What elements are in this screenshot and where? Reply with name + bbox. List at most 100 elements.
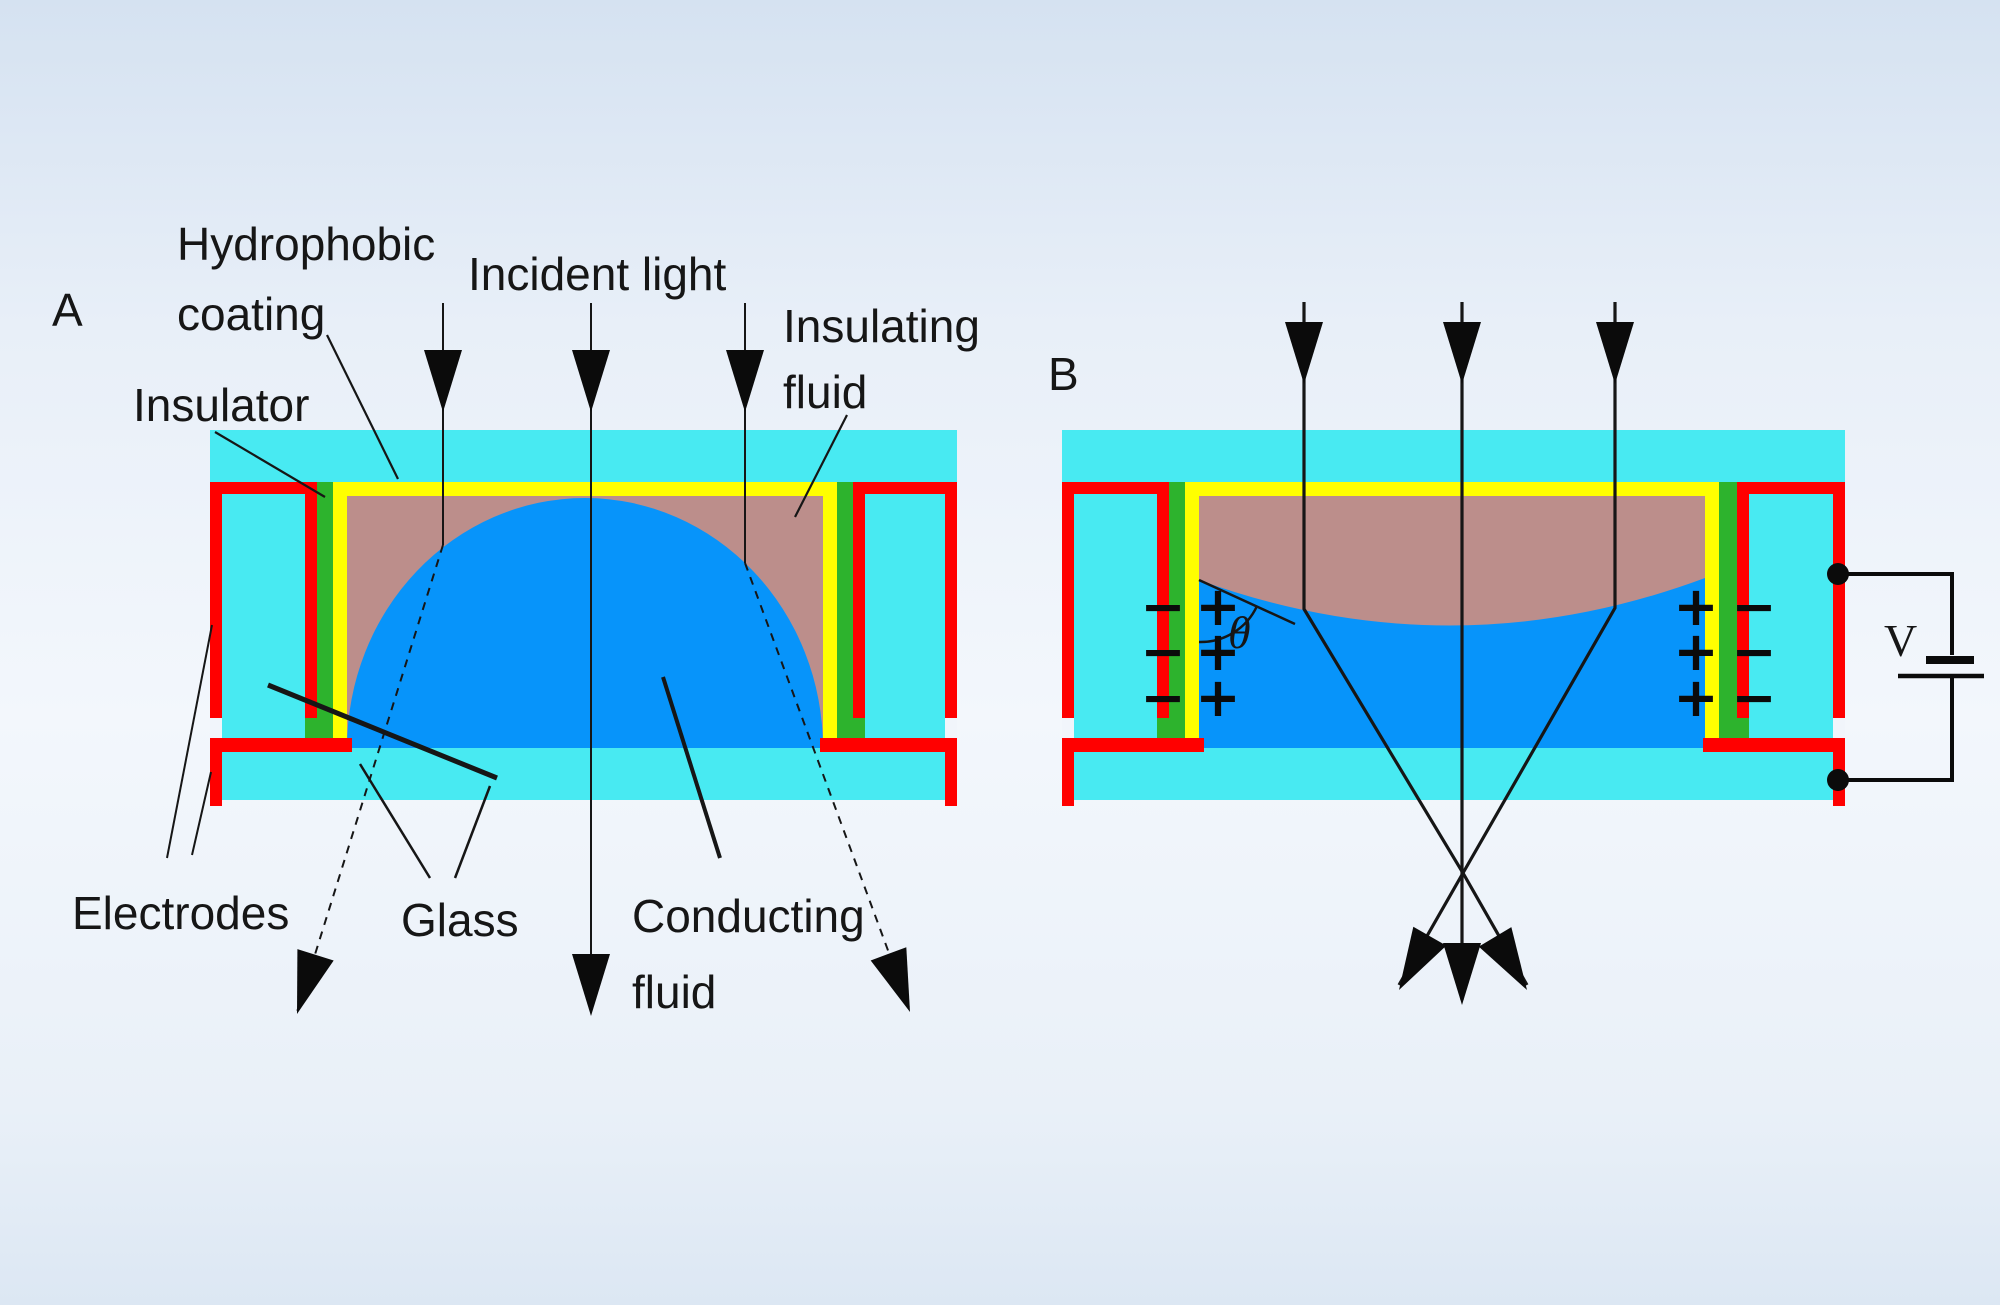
leader-glass-thick bbox=[267, 682, 498, 781]
hydrophobic-coating-top-a bbox=[333, 482, 853, 496]
arrowhead-icon bbox=[297, 949, 334, 1014]
leader-conducting-fluid bbox=[661, 676, 722, 859]
panel-b-arrowheads bbox=[1285, 322, 1634, 1005]
leader-electrodes-2 bbox=[191, 771, 212, 856]
minus-charge: − bbox=[1140, 620, 1185, 683]
electrode-gap-left-b bbox=[1062, 718, 1074, 738]
contact-angle-tangent bbox=[1198, 578, 1296, 626]
arrowhead-icon bbox=[726, 350, 764, 412]
panel-b-device bbox=[1062, 430, 1845, 806]
leader-insulating-fluid bbox=[794, 414, 848, 518]
arrowhead-icon bbox=[572, 350, 610, 412]
electrodes-label: Electrodes bbox=[72, 887, 289, 939]
arrowhead-icon bbox=[1596, 322, 1634, 384]
arrowhead-icon bbox=[1443, 322, 1481, 384]
leader-insulator bbox=[214, 431, 326, 498]
hydrophobic-coating-label-2: coating bbox=[177, 288, 325, 340]
hydrophobic-coating-left-a bbox=[333, 496, 347, 738]
electrode-bottom-right-a bbox=[820, 738, 957, 752]
plus-charge: + bbox=[1673, 666, 1718, 729]
insulator-right-notch-b bbox=[1737, 718, 1749, 738]
plus-charge: + bbox=[1195, 666, 1240, 729]
electrode-left-top-b bbox=[1062, 482, 1169, 494]
ray-right-b bbox=[1397, 302, 1617, 986]
insulator-left-b bbox=[1169, 482, 1185, 738]
leader-hydrophobic-coating bbox=[326, 334, 399, 480]
contact-angle-label: θ bbox=[1228, 607, 1251, 658]
contact-angle-arc bbox=[1198, 605, 1259, 644]
electrode-gap-right-a bbox=[945, 718, 957, 738]
electrode-right-outer-a bbox=[945, 482, 957, 718]
electrode-bottom-right-b bbox=[1703, 738, 1845, 752]
electrode-stub-left-b bbox=[1062, 752, 1074, 806]
electrode-right-inner-b bbox=[1737, 482, 1749, 718]
insulator-right-notch-a bbox=[853, 718, 865, 738]
panel-b-rays bbox=[1302, 302, 1617, 1000]
terminal-dot-top bbox=[1827, 563, 1849, 585]
hydrophobic-coating-label-1: Hydrophobic bbox=[177, 218, 435, 270]
wire-bottom bbox=[1838, 678, 1954, 782]
electrode-left-top-a bbox=[210, 482, 317, 494]
arrowhead-icon bbox=[1399, 926, 1447, 990]
hydrophobic-coating-left-b bbox=[1185, 496, 1199, 738]
arrowhead-icon bbox=[1443, 943, 1481, 1005]
terminal-dot-bottom bbox=[1827, 769, 1849, 791]
electrode-bottom-left-a bbox=[210, 738, 352, 752]
arrowhead-icon bbox=[424, 350, 462, 412]
electrode-right-top-a bbox=[853, 482, 957, 494]
wire-top bbox=[1838, 572, 1954, 655]
conducting-fluid-drop-a bbox=[347, 498, 823, 748]
arrowhead-icon bbox=[1478, 927, 1527, 990]
conducting-fluid-label-2: fluid bbox=[632, 966, 716, 1018]
panel-b-label: B bbox=[1048, 348, 1079, 400]
arrowhead-icon bbox=[572, 954, 610, 1016]
leader-glass-right bbox=[453, 785, 492, 879]
insulator-left-notch-a bbox=[305, 718, 317, 738]
panel-a-leaders bbox=[166, 334, 848, 879]
insulator-left-notch-b bbox=[1157, 718, 1169, 738]
insulator-right-b bbox=[1719, 482, 1737, 738]
electrode-right-inner-a bbox=[853, 482, 865, 718]
panel-a-label: A bbox=[52, 284, 83, 336]
leader-glass-left bbox=[358, 763, 432, 879]
insulator-left-a bbox=[317, 482, 333, 738]
electrode-left-inner-a bbox=[305, 482, 317, 718]
electrode-gap-right-b bbox=[1833, 718, 1845, 738]
plus-charge: + bbox=[1195, 575, 1240, 638]
plus-charge: + bbox=[1673, 620, 1718, 683]
plus-charge: + bbox=[1195, 620, 1240, 683]
leader-electrodes-1 bbox=[166, 624, 213, 859]
incident-light-label: Incident light bbox=[468, 248, 726, 300]
conducting-fluid-label-1: Conducting bbox=[632, 890, 865, 942]
panel-a-arrowheads bbox=[297, 350, 910, 1016]
battery-circuit bbox=[1827, 563, 1984, 791]
electrode-stub-right-a bbox=[945, 752, 957, 806]
hydrophobic-coating-top-b bbox=[1185, 482, 1719, 496]
hydrophobic-coating-right-b bbox=[1705, 496, 1719, 738]
electrode-right-top-b bbox=[1737, 482, 1845, 494]
electrode-left-outer-b bbox=[1062, 482, 1074, 718]
electrode-gap-left-a bbox=[210, 718, 222, 738]
insulator-right-a bbox=[837, 482, 853, 738]
conducting-fluid-b bbox=[1199, 578, 1705, 748]
electrode-left-inner-b bbox=[1157, 482, 1169, 718]
insulating-fluid-label-2: fluid bbox=[783, 366, 867, 418]
electrode-left-outer-a bbox=[210, 482, 222, 718]
voltage-label: V bbox=[1884, 615, 1917, 666]
ray-left-b bbox=[1302, 302, 1529, 986]
panel-b-charges: − − − + + + + + + − − − bbox=[1140, 575, 1776, 729]
minus-charge: − bbox=[1731, 666, 1776, 729]
panel-a-device bbox=[210, 430, 957, 806]
minus-charge: − bbox=[1731, 620, 1776, 683]
glass-label: Glass bbox=[401, 894, 519, 946]
refracted-ray-right-a bbox=[744, 562, 911, 1011]
electrode-bottom-left-b bbox=[1062, 738, 1204, 752]
arrowhead-icon bbox=[1285, 322, 1323, 384]
hydrophobic-coating-right-a bbox=[823, 496, 837, 738]
text-labels: A Hydrophobic coating Incident light Ins… bbox=[52, 218, 1917, 1018]
electrode-right-outer-b bbox=[1833, 482, 1845, 718]
minus-charge: − bbox=[1731, 575, 1776, 638]
electrode-stub-left-a bbox=[210, 752, 222, 806]
insulator-label: Insulator bbox=[133, 379, 309, 431]
